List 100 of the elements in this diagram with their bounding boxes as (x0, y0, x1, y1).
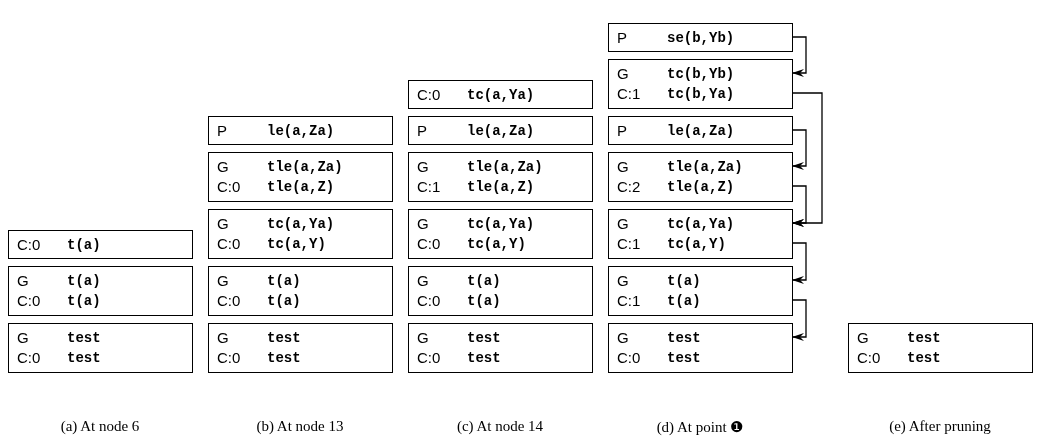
connector-arrow (792, 299, 807, 341)
goal-term: tc(a,Y) (467, 235, 526, 254)
frame-kind-label: C:0 (217, 291, 241, 311)
goal-term: t(a) (67, 236, 101, 255)
frame-kind-label: C:1 (417, 177, 441, 197)
frame-kind-label: G (617, 328, 629, 348)
goal-term: test (907, 349, 941, 368)
goal-term: tc(a,Ya) (467, 215, 535, 234)
stack-frame-box (608, 59, 793, 109)
goal-term: tle(a,Z) (467, 178, 535, 197)
frame-kind-label: G (417, 157, 429, 177)
stack-frame-box (408, 323, 593, 373)
stack-frame-box (8, 230, 193, 259)
stack-frame-box (208, 266, 393, 316)
frame-kind-label: P (417, 121, 427, 141)
frame-kind-label: G (217, 328, 229, 348)
goal-term: le(a,Za) (467, 122, 535, 141)
goal-term: test (467, 329, 501, 348)
goal-term: tc(a,Y) (267, 235, 326, 254)
frame-kind-label: C:1 (617, 291, 641, 311)
goal-term: t(a) (67, 272, 101, 291)
frame-kind-label: C:0 (217, 177, 241, 197)
goal-term: tc(a,Y) (667, 235, 726, 254)
goal-term: test (67, 329, 101, 348)
goal-term: test (467, 349, 501, 368)
goal-term: t(a) (67, 292, 101, 311)
frame-kind-label: G (17, 328, 29, 348)
frame-kind-label: G (217, 214, 229, 234)
frame-kind-label: G (417, 328, 429, 348)
goal-term: test (267, 349, 301, 368)
stack-frame-box (408, 209, 593, 259)
frame-kind-label: C:0 (17, 291, 41, 311)
stack-frame-box (8, 266, 193, 316)
stack-frame-box (608, 152, 793, 202)
frame-kind-label: C:0 (417, 291, 441, 311)
stack-frame-box (848, 323, 1033, 373)
goal-term: tle(a,Z) (667, 178, 735, 197)
stack-frame-box (208, 209, 393, 259)
stack-frame-box (608, 266, 793, 316)
frame-kind-label: C:1 (617, 84, 641, 104)
connector-arrow (792, 129, 807, 170)
caption: (b) At node 13 (256, 418, 344, 435)
frame-kind-label: C:0 (417, 234, 441, 254)
caption: (a) At node 6 (60, 418, 140, 435)
goal-term: le(a,Za) (667, 122, 735, 141)
goal-term: test (67, 349, 101, 368)
stack-frame-box (408, 152, 593, 202)
goal-term: test (667, 349, 701, 368)
stack-frame-box (608, 23, 793, 52)
frame-kind-label: G (417, 214, 429, 234)
frame-kind-label: G (17, 271, 29, 291)
frame-kind-label: G (617, 157, 629, 177)
stack-frame-box (608, 116, 793, 145)
frame-kind-label: C:0 (417, 348, 441, 368)
frame-kind-label: G (217, 157, 229, 177)
frame-kind-label: G (617, 64, 629, 84)
stack-frame-box (408, 116, 593, 145)
stack-frame-box (408, 266, 593, 316)
goal-term: tle(a,Za) (667, 158, 743, 177)
goal-term: test (907, 329, 941, 348)
goal-term: tle(a,Z) (267, 178, 335, 197)
frame-kind-label: G (617, 214, 629, 234)
goal-term: t(a) (467, 292, 501, 311)
frame-kind-label: G (617, 271, 629, 291)
stack-frame-box (208, 323, 393, 373)
stack-frame-box (408, 80, 593, 109)
caption: (d) At point ❶ (656, 418, 744, 436)
goal-term: tle(a,Za) (467, 158, 543, 177)
goal-term: tle(a,Za) (267, 158, 343, 177)
goal-term: t(a) (467, 272, 501, 291)
goal-term: se(b,Yb) (667, 29, 735, 48)
goal-term: tc(b,Yb) (667, 65, 735, 84)
goal-term: t(a) (667, 292, 701, 311)
goal-term: test (667, 329, 701, 348)
goal-term: tc(a,Ya) (267, 215, 335, 234)
frame-kind-label: C:0 (217, 234, 241, 254)
goal-term: t(a) (267, 292, 301, 311)
goal-term: tc(a,Ya) (667, 215, 735, 234)
connector-arrow (792, 242, 807, 284)
frame-kind-label: P (617, 121, 627, 141)
frame-kind-label: G (217, 271, 229, 291)
caption: (c) At node 14 (456, 418, 544, 435)
goal-term: tc(b,Ya) (667, 85, 735, 104)
frame-kind-label: C:0 (857, 348, 881, 368)
frame-kind-label: C:0 (217, 348, 241, 368)
caption: (e) After pruning (889, 418, 991, 435)
frame-kind-label: P (217, 121, 227, 141)
goal-term: tc(a,Ya) (467, 86, 535, 105)
connector-arrow (792, 36, 807, 77)
goal-term: t(a) (667, 272, 701, 291)
frame-kind-label: C:0 (417, 85, 441, 105)
frame-kind-label: C:1 (617, 234, 641, 254)
goal-term: t(a) (267, 272, 301, 291)
frame-kind-label: P (617, 28, 627, 48)
frame-kind-label: G (417, 271, 429, 291)
stack-frame-box (608, 323, 793, 373)
frame-kind-label: C:2 (617, 177, 641, 197)
connector-arrow (792, 92, 823, 227)
frame-kind-label: G (857, 328, 869, 348)
frame-kind-label: C:0 (17, 235, 41, 255)
